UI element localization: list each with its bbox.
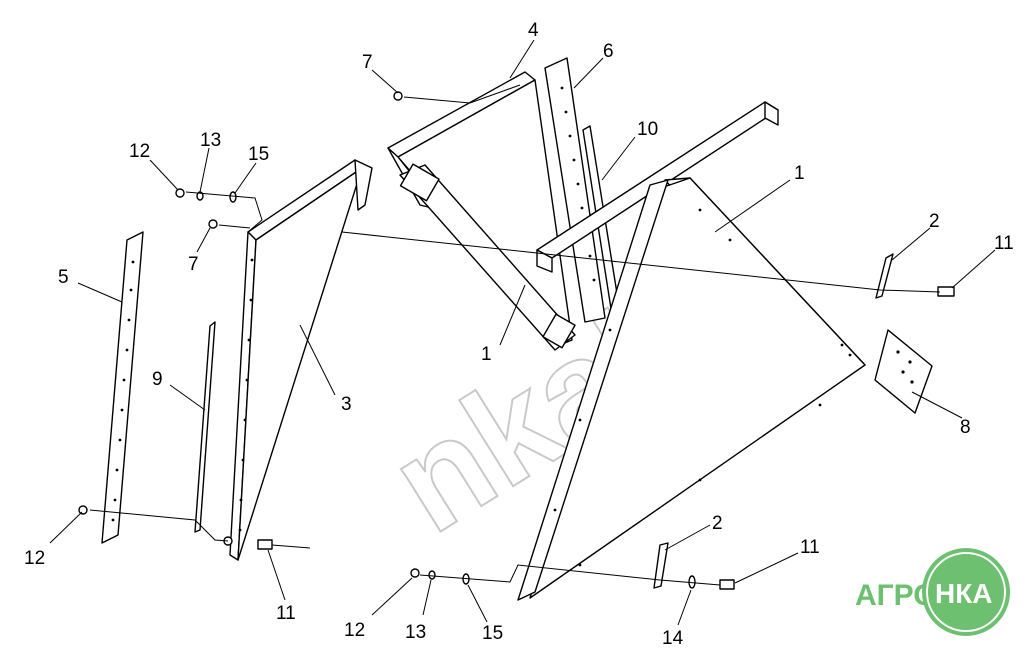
part-2-hinge-top bbox=[875, 253, 894, 299]
part-5-strip bbox=[101, 231, 144, 544]
callout-1: 1 bbox=[481, 344, 492, 365]
callout-10: 10 bbox=[637, 119, 658, 140]
callout-15: 15 bbox=[248, 144, 269, 165]
callout-2: 2 bbox=[712, 513, 723, 534]
callout-3: 3 bbox=[341, 394, 352, 415]
callout-6: 6 bbox=[603, 41, 614, 62]
logo-circle bbox=[922, 548, 1010, 636]
callout-1: 1 bbox=[794, 163, 805, 184]
callout-2: 2 bbox=[929, 211, 940, 232]
callout-8: 8 bbox=[960, 417, 971, 438]
part-3-left-panel bbox=[229, 159, 373, 561]
fasteners bbox=[78, 91, 955, 590]
callout-11: 11 bbox=[276, 603, 296, 624]
callout-7: 7 bbox=[188, 254, 199, 275]
callout-12: 12 bbox=[344, 620, 365, 641]
callout-15: 15 bbox=[482, 623, 503, 644]
callout-13: 13 bbox=[405, 622, 426, 643]
callout-4: 4 bbox=[528, 20, 539, 41]
part-8-plate bbox=[874, 329, 933, 414]
part-9-bar bbox=[194, 321, 216, 533]
part-1-main-frame bbox=[517, 101, 866, 601]
callout-7: 7 bbox=[362, 52, 373, 73]
agronka-logo: АГРО НКА bbox=[855, 548, 1010, 636]
callout-5: 5 bbox=[58, 267, 69, 288]
callout-13: 13 bbox=[200, 130, 221, 151]
callout-14: 14 bbox=[662, 628, 684, 649]
callout-labels: 4 6 7 10 12 13 15 1 2 11 7 5 1 9 3 8 2 1… bbox=[24, 20, 1014, 649]
callout-9: 9 bbox=[152, 369, 163, 390]
callout-11: 11 bbox=[994, 233, 1014, 254]
part-4-frame bbox=[387, 71, 576, 351]
part-2-hinge-bottom bbox=[653, 542, 669, 589]
leader-lines bbox=[49, 39, 996, 626]
callout-12: 12 bbox=[129, 141, 150, 162]
callout-11: 11 bbox=[800, 537, 820, 558]
callout-12: 12 bbox=[24, 548, 45, 569]
assembly-lines bbox=[89, 84, 941, 586]
logo-circle-text: НКА bbox=[935, 578, 993, 609]
